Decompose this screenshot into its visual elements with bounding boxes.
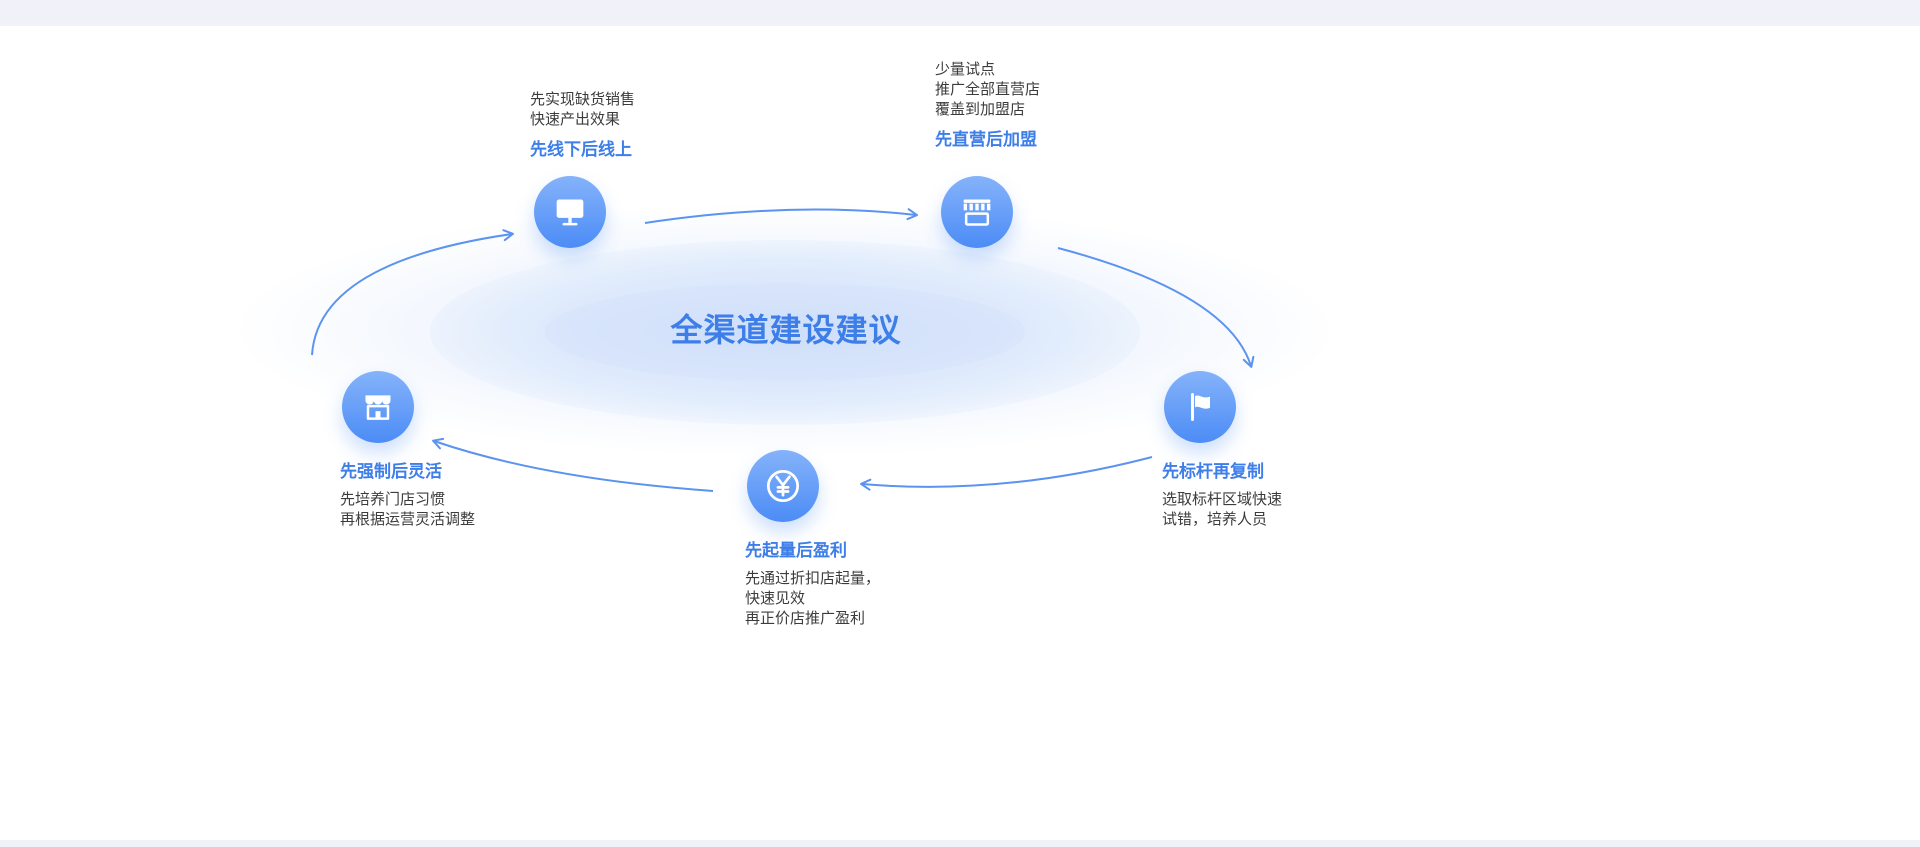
node-volume-first: 先起量后盈利 先通过折扣店起量， 快速见效 再正价店推广盈利 [745,450,880,629]
yen-circle-glyph [766,469,800,503]
node-description: 先通过折扣店起量， 快速见效 再正价店推广盈利 [745,569,880,629]
desc-line: 推广全部直营店 [935,81,1041,98]
node-offline-first: 先实现缺货销售 快速产出效果 先线下后线上 [530,90,635,248]
node-mandatory-first: 先强制后灵活 先培养门店习惯 再根据运营灵活调整 [340,371,475,530]
node-heading: 先起量后盈利 [745,541,847,560]
desc-line: 覆盖到加盟店 [935,101,1026,118]
monitor-glyph [556,199,584,226]
storefront-glyph [365,395,391,420]
storefront-icon [342,371,414,443]
flag-glyph [1191,393,1210,421]
node-description: 先实现缺货销售 快速产出效果 [530,90,635,130]
striped-store-icon [941,176,1013,248]
desc-line: 试错，培养人员 [1162,511,1268,528]
top-edge-strip [0,0,1920,26]
arrow-offline-to-direct [644,208,918,224]
desc-line: 快速见效 [745,590,806,607]
node-description: 少量试点 推广全部直营店 覆盖到加盟店 [935,60,1040,120]
node-heading: 先直营后加盟 [935,130,1037,149]
diagram-title: 全渠道建设建议 [670,312,902,348]
arrow-benchmark-to-volume [860,456,1153,491]
yen-circle-icon [747,450,819,522]
node-heading: 先标杆再复制 [1162,462,1264,481]
desc-line: 少量试点 [935,61,996,78]
desc-line: 再正价店推广盈利 [745,610,866,627]
desc-line: 再根据运营灵活调整 [340,511,476,528]
monitor-icon [534,176,606,248]
desc-line: 快速产出效果 [530,111,621,128]
arrow-mandatory-to-offline [311,229,514,356]
node-description: 先培养门店习惯 再根据运营灵活调整 [340,490,475,530]
node-heading: 先强制后灵活 [340,462,442,481]
node-benchmark-first: 先标杆再复制 选取标杆区域快速 试错，培养人员 [1162,371,1282,530]
arrow-volume-to-mandatory [432,437,714,492]
bottom-edge-strip [0,840,1920,847]
node-direct-operated-first: 少量试点 推广全部直营店 覆盖到加盟店 先直营后加盟 [935,60,1040,248]
desc-line: 先通过折扣店起量， [745,570,881,587]
striped-store-glyph [963,199,991,226]
node-heading: 先线下后线上 [530,140,632,159]
desc-line: 选取标杆区域快速 [1162,491,1283,508]
desc-line: 先实现缺货销售 [530,91,636,108]
desc-line: 先培养门店习惯 [340,491,446,508]
flag-icon [1164,371,1236,443]
arrow-direct-to-benchmark [1057,247,1255,368]
node-description: 选取标杆区域快速 试错，培养人员 [1162,490,1282,530]
